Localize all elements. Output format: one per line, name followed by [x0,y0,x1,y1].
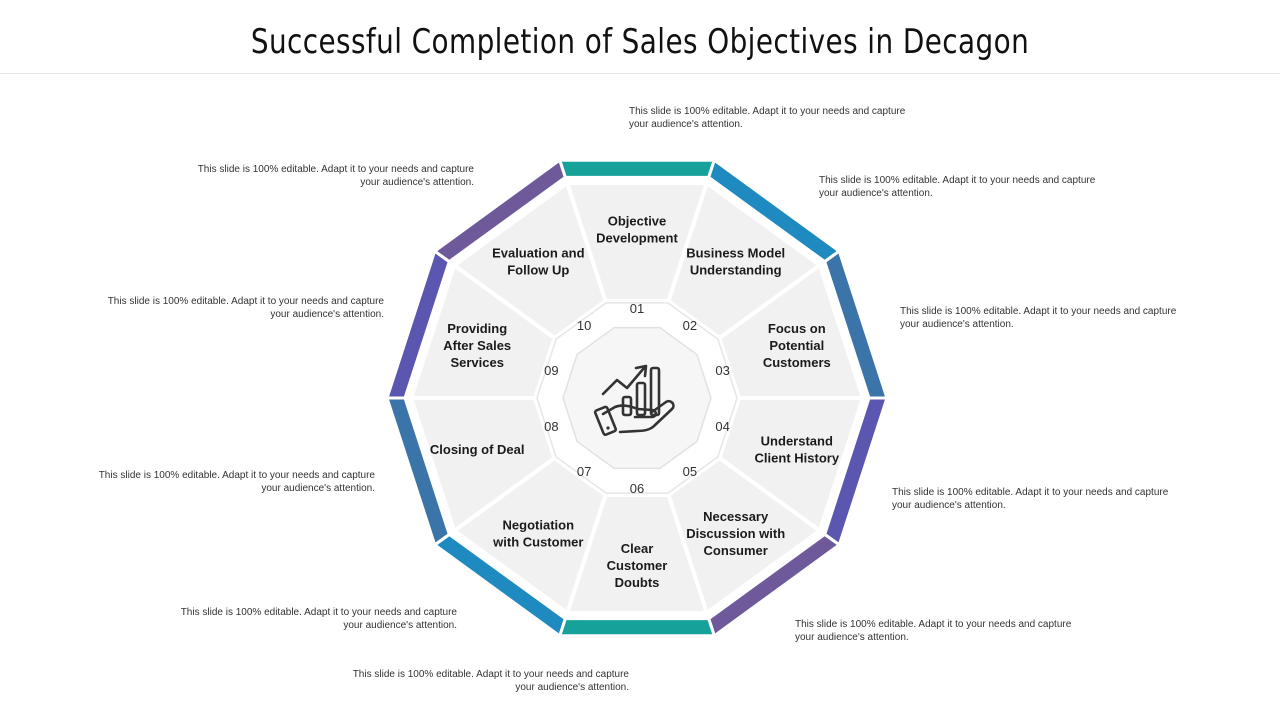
segment-10 [450,179,608,341]
note-09: This slide is 100% editable. Adapt it to… [94,295,384,321]
segment-label-line: Potential [769,338,824,353]
segment-label-line: Services [450,355,504,370]
note-line: your audience's attention. [515,682,629,693]
edge-band-10 [432,157,568,264]
step-number-06: 06 [630,481,644,496]
segment-label-line: Client History [755,450,840,465]
segment-label-line: Necessary [703,509,769,524]
note-04: This slide is 100% editable. Adapt it to… [892,486,1182,512]
note-line: This slide is 100% editable. Adapt it to… [892,487,1169,498]
note-02: This slide is 100% editable. Adapt it to… [819,174,1109,200]
segment-label-line: Understand [761,433,833,448]
note-08: This slide is 100% editable. Adapt it to… [85,469,375,495]
segment-label-line: Closing of Deal [430,442,525,457]
segment-label-line: Consumer [704,543,768,558]
note-line: This slide is 100% editable. Adapt it to… [629,106,906,117]
step-number-05: 05 [683,464,697,479]
step-number-07: 07 [577,464,591,479]
step-number-02: 02 [683,318,697,333]
note-10: This slide is 100% editable. Adapt it to… [184,163,474,189]
segment-label-line: After Sales [443,338,511,353]
note-line: This slide is 100% editable. Adapt it to… [795,619,1072,630]
edge-band-06 [557,617,717,638]
note-line: your audience's attention. [892,500,1006,511]
segment-label-line: Development [596,231,678,246]
note-06: This slide is 100% editable. Adapt it to… [339,668,629,694]
note-01: This slide is 100% editable. Adapt it to… [629,105,919,131]
segment-label-line: Customers [763,355,831,370]
note-line: your audience's attention. [270,309,384,320]
step-number-10: 10 [577,318,591,333]
growth-chart-hand-icon [593,364,675,436]
note-line: This slide is 100% editable. Adapt it to… [98,470,375,481]
note-line: your audience's attention. [629,119,743,130]
segment-label-line: Clear [621,541,654,556]
note-line: This slide is 100% editable. Adapt it to… [819,175,1096,186]
note-line: your audience's attention. [900,319,1014,330]
segment-label-07: Negotiation with Customer [492,517,583,549]
note-line: your audience's attention. [819,188,933,199]
note-03: This slide is 100% editable. Adapt it to… [900,305,1190,331]
segment-label-line: Doubts [615,575,660,590]
step-number-04: 04 [715,419,729,434]
note-line: This slide is 100% editable. Adapt it to… [107,296,384,307]
note-line: your audience's attention. [343,620,457,631]
note-07: This slide is 100% editable. Adapt it to… [167,606,457,632]
segment-label-line: Evaluation and [492,246,585,261]
note-line: This slide is 100% editable. Adapt it to… [197,164,474,175]
segment-label-line: Follow Up [507,263,569,278]
note-05: This slide is 100% editable. Adapt it to… [795,618,1085,644]
slide-title: Successful Completion of Sales Objective… [250,22,1030,62]
decagon-segments [408,179,866,617]
segment-label-line: Customer [607,558,668,573]
note-line: your audience's attention. [795,632,909,643]
segment-label-08: Closing of Deal [430,442,525,457]
segment-label-line: with Customer [492,534,583,549]
note-line: This slide is 100% editable. Adapt it to… [352,669,629,680]
step-number-03: 03 [715,363,729,378]
edge-band-01 [557,158,717,179]
note-line: This slide is 100% editable. Adapt it to… [900,306,1177,317]
segment-label-line: Providing [447,321,507,336]
step-numbers: 01 02 03 04 05 06 07 08 09 10 [544,301,730,496]
segment-label-line: Objective [608,214,667,229]
note-line: your audience's attention. [360,177,474,188]
segment-label-line: Negotiation [503,517,575,532]
segment-label-line: Focus on [768,321,826,336]
segment-label-line: Discussion with [686,526,785,541]
step-number-09: 09 [544,363,558,378]
note-line: your audience's attention. [261,483,375,494]
segment-label-line: Understanding [690,263,782,278]
step-number-01: 01 [630,301,644,316]
note-line: This slide is 100% editable. Adapt it to… [180,607,457,618]
decagon-outer-edges [384,157,890,639]
title-divider [0,73,1280,74]
step-number-08: 08 [544,419,558,434]
segment-label-line: Business Model [686,246,785,261]
